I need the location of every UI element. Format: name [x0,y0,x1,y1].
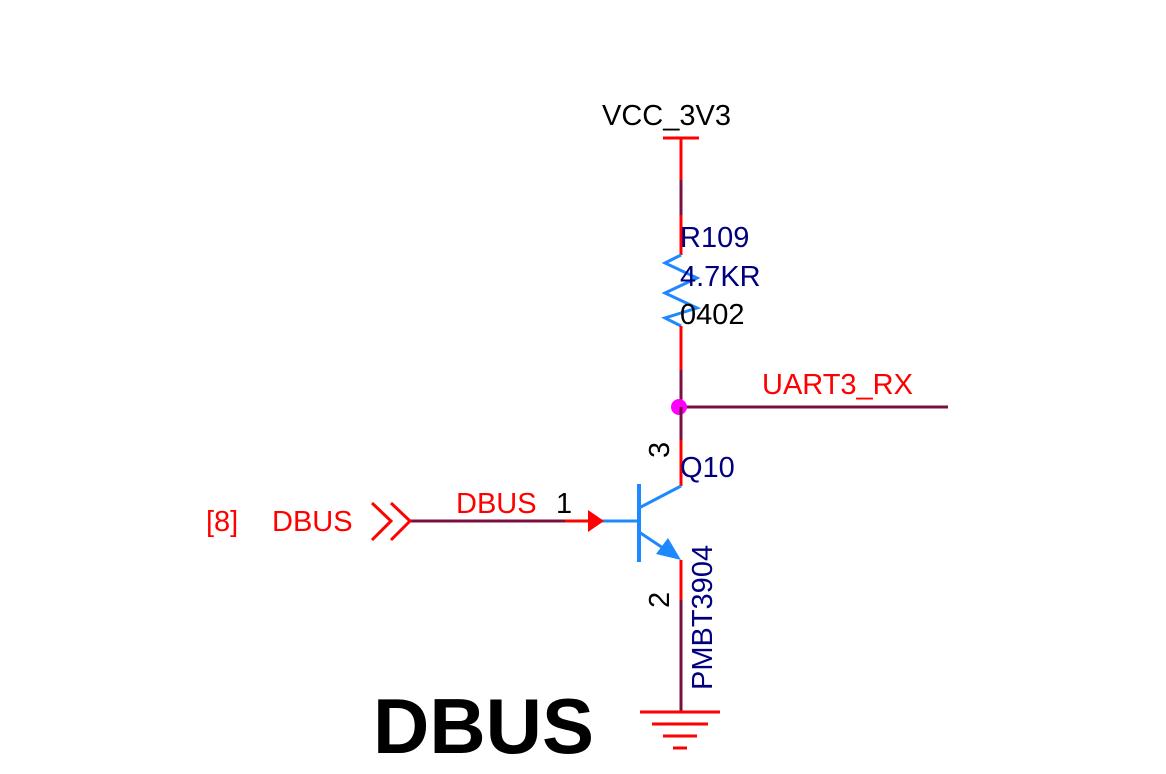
power-net-label: VCC_3V3 [602,100,731,132]
resistor-zigzag [661,253,702,328]
ground-symbol [640,710,720,750]
input-net-label: DBUS [456,488,537,520]
input-net-dbus: DBUS [410,488,604,532]
resistor-package-label: 0402 [680,299,745,331]
power-symbol-vcc: VCC_3V3 [602,100,731,180]
port-chevron-icon [370,501,394,542]
transistor-q10: Q10 PMBT3904 3 2 1 [556,407,735,712]
junction-dot [671,399,687,415]
port-sheet-ref: [8] [206,506,238,538]
resistor-value-label: 4.7KR [680,261,761,293]
pin-number-base: 1 [556,488,572,520]
emitter-arrow [656,538,681,560]
transistor-ref-label: Q10 [680,452,735,484]
resistor-r109: R109 4.7KR 0402 [661,180,761,407]
transistor-part-label: PMBT3904 [687,545,719,690]
output-net-label: UART3_RX [762,369,913,401]
offsheet-port-dbus: [8] DBUS [206,501,413,542]
base-pin-arrow [588,510,604,532]
pin-number-emitter: 2 [644,592,676,608]
resistor-ref-label: R109 [680,222,749,254]
pin-number-collector: 3 [644,442,676,458]
port-name-label: DBUS [272,506,353,538]
output-net-uart3-rx: UART3_RX [671,369,948,415]
diagram-title: DBUS [373,682,594,770]
